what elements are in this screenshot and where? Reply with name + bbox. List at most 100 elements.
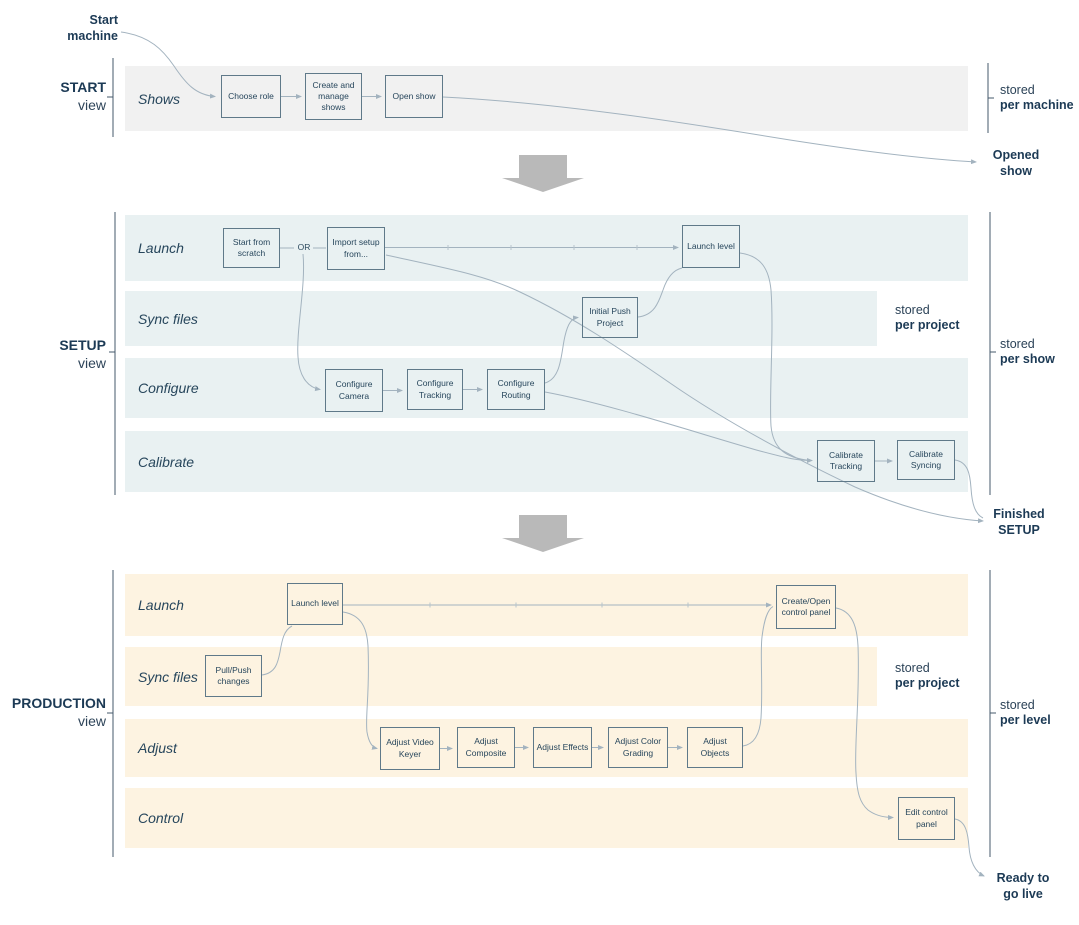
edge-start-machine-to-choose-role [120, 31, 216, 99]
box-create-manage-shows-label: Create and manage shows [312, 79, 355, 113]
edge-create-open-to-edit-panel [835, 607, 894, 820]
box-adjust-color-grading-label: Adjust Color Grading [614, 736, 662, 758]
stored-setup-per-project-line1: stored [895, 303, 930, 317]
row-label-setup-configure: Configure [138, 380, 199, 396]
box-import-setup-from-label: Import setup from... [332, 237, 380, 259]
row-setup-sync-files: Sync files [125, 291, 877, 346]
section-title-production-text: PRODUCTION [11, 695, 106, 711]
edge-routing-to-calibrate-tracking [544, 391, 813, 463]
edge-or-to-configure-camera [297, 253, 321, 392]
bracket-production-view [107, 570, 114, 857]
edge-launch-level-to-video-keyer [342, 611, 378, 750]
edge-pullpush-to-launch-level [261, 625, 293, 676]
bracket-stored-per-level [989, 570, 996, 857]
box-launch-level-prod-label: Launch level [291, 598, 339, 609]
edge-launch-level-to-calibrate-tracking [739, 252, 811, 461]
box-calibrate-syncing-label: Calibrate Syncing [908, 448, 944, 470]
connectors [120, 31, 985, 877]
row-label-setup-sync: Sync files [138, 310, 198, 327]
box-launch-level-setup-label: Launch level [687, 240, 735, 251]
box-open-show-label: Open show [392, 90, 436, 101]
stored-prod-per-project-line2: per project [895, 676, 960, 691]
box-edit-control-panel-label: Edit control panel [905, 807, 948, 829]
box-adjust-objects-label: Adjust Objects [700, 736, 730, 758]
box-configure-tracking-label: Configure Tracking [416, 378, 454, 400]
annotation-finished-setup: Finished SETUP [993, 507, 1045, 538]
box-initial-push-project: Initial Push Project [582, 297, 638, 338]
edge-import-to-finished-setup [385, 254, 984, 524]
box-configure-tracking: Configure Tracking [407, 369, 463, 410]
box-calibrate-tracking: Calibrate Tracking [817, 440, 875, 482]
row-label-setup-launch: Launch [138, 240, 184, 256]
box-edit-control-panel: Edit control panel [898, 797, 955, 840]
stored-prod-per-project: stored per project [895, 661, 960, 692]
section-subtitle-setup-text: view [77, 355, 106, 372]
box-pull-push-changes: Pull/Push changes [205, 655, 262, 697]
edge-objects-to-create-open [742, 606, 774, 747]
box-start-from-scratch-label: Start from scratch [232, 236, 271, 258]
box-pull-push-changes-label: Pull/Push changes [215, 664, 252, 686]
section-title-start-text: START [60, 79, 106, 95]
annotation-start-machine: Start machine [67, 13, 118, 44]
ticks-setup-horizontal [447, 245, 638, 250]
section-title-start: START view [6, 78, 106, 114]
section-arrows [502, 155, 584, 552]
box-adjust-composite: Adjust Composite [457, 727, 515, 768]
box-configure-camera: Configure Camera [325, 369, 383, 412]
section-title-setup-text: SETUP [59, 337, 106, 353]
stored-per-level: stored per level [1000, 698, 1051, 729]
box-create-open-control-panel: Create/Open control panel [776, 585, 836, 629]
arrow-setup-to-production [502, 515, 584, 552]
arrow-start-to-setup [502, 155, 584, 192]
row-label-setup-calibrate: Calibrate [138, 453, 195, 470]
box-choose-role: Choose role [221, 75, 281, 118]
box-choose-role-label: Choose role [228, 90, 274, 101]
stored-per-show-line2: per show [1000, 352, 1055, 367]
annotation-opened-show: Opened show [992, 148, 1040, 179]
row-shows: Shows [125, 66, 968, 131]
row-label-prod-control: Control [138, 810, 184, 826]
bracket-start-view [107, 58, 114, 137]
stored-prod-per-project-line1: stored [895, 661, 930, 675]
box-configure-camera-label: Configure Camera [335, 379, 373, 401]
section-title-production: PRODUCTION view [2, 694, 106, 730]
bracket-stored-per-show [989, 212, 996, 495]
box-calibrate-tracking-label: Calibrate Tracking [828, 449, 864, 471]
box-adjust-video-keyer-label: Adjust Video Keyer [386, 737, 434, 759]
box-start-from-scratch: Start from scratch [223, 228, 280, 268]
bracket-setup-view [109, 212, 116, 495]
stored-per-machine-line2: per machine [1000, 98, 1074, 113]
edge-initial-push-to-launch-level [637, 267, 683, 318]
row-label-shows: Shows [138, 90, 181, 107]
section-subtitle-production-text: view [77, 713, 106, 730]
row-label-prod-launch: Launch [138, 597, 184, 613]
box-create-open-control-panel-label: Create/Open control panel [781, 595, 831, 617]
row-label-prod-adjust: Adjust [138, 740, 177, 756]
box-adjust-objects: Adjust Objects [687, 727, 743, 768]
stored-setup-per-project: stored per project [895, 303, 960, 334]
stored-per-machine-line1: stored [1000, 83, 1035, 97]
row-label-prod-sync: Sync files [138, 668, 198, 685]
box-adjust-video-keyer: Adjust Video Keyer [380, 727, 440, 770]
edge-routing-to-initial-push [544, 315, 579, 384]
ticks-prod-horizontal [429, 602, 689, 608]
stored-setup-per-project-line2: per project [895, 318, 960, 333]
box-adjust-effects-label: Adjust Effects [536, 741, 589, 752]
box-launch-level-setup: Launch level [682, 225, 740, 268]
box-adjust-color-grading: Adjust Color Grading [608, 727, 668, 768]
stored-per-level-line1: stored [1000, 698, 1035, 712]
box-import-setup-from: Import setup from... [327, 227, 385, 270]
stored-per-show: stored per show [1000, 337, 1055, 368]
box-create-manage-shows: Create and manage shows [305, 73, 362, 120]
edge-calibrate-syncing-to-finished [954, 459, 984, 519]
box-open-show: Open show [385, 75, 443, 118]
row-setup-configure: Configure [125, 358, 968, 418]
stored-per-machine: stored per machine [1000, 83, 1074, 114]
box-configure-routing: Configure Routing [487, 369, 545, 410]
edge-edit-panel-to-go-live [954, 818, 985, 877]
section-subtitle-start-text: view [77, 97, 106, 114]
box-adjust-composite-label: Adjust Composite [465, 736, 507, 758]
row-prod-control: Control [125, 788, 968, 848]
